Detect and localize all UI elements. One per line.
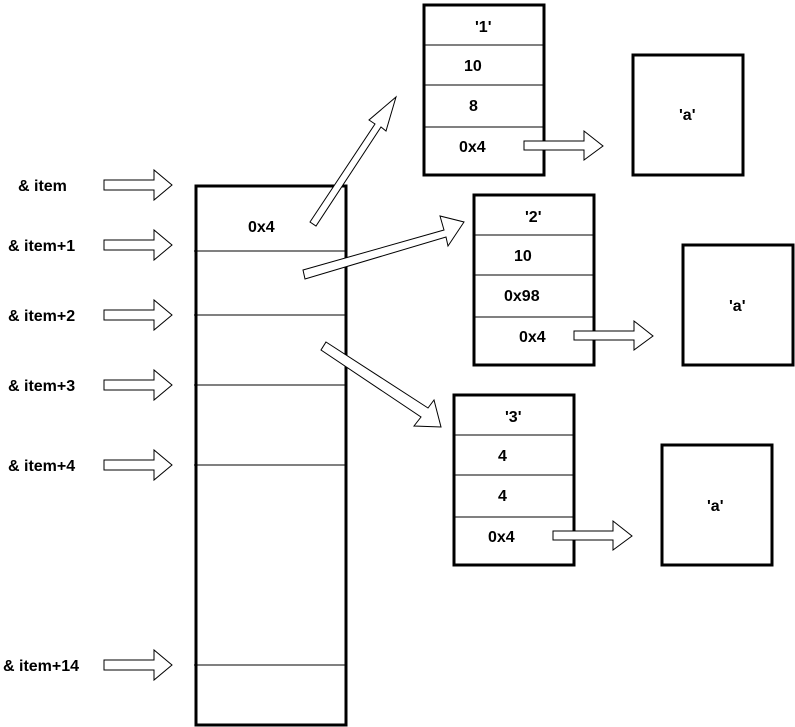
pointer-label-item-2: & item+2 (8, 308, 75, 325)
arrow-right-icon (103, 228, 173, 262)
arrow-diagonal-icon (320, 341, 442, 428)
target-value: 'a' (707, 498, 724, 515)
arrow-right-icon (103, 368, 173, 402)
arrow-right-icon (552, 519, 633, 551)
struct-field: '2' (525, 209, 542, 226)
array-cell-value: 0x4 (248, 219, 275, 236)
arrow-right-icon (103, 648, 173, 682)
pointer-arrows (103, 168, 173, 682)
arrow-right-icon (103, 448, 173, 482)
struct-field: 0x4 (488, 529, 515, 546)
struct-field: 0x98 (504, 288, 540, 305)
array-box (194, 184, 348, 727)
struct-field: 0x4 (519, 329, 546, 346)
target-box (660, 443, 774, 567)
target-value: 'a' (679, 107, 696, 124)
pointer-label-item-14: & item+14 (3, 658, 79, 675)
pointer-label-item: & item (18, 178, 67, 195)
arrow-diagonal-icon (309, 95, 397, 227)
struct-pointer-arrows (302, 95, 465, 428)
struct-field: '1' (475, 19, 492, 36)
struct-field: 4 (498, 488, 507, 505)
arrow-right-icon (523, 129, 604, 161)
target-box (681, 243, 795, 367)
struct-field: 10 (464, 58, 482, 75)
struct-field: 8 (469, 98, 478, 115)
arrow-right-icon (573, 319, 654, 351)
struct-field: 4 (498, 448, 507, 465)
arrow-right-icon (103, 168, 173, 202)
pointer-label-item-4: & item+4 (8, 458, 75, 475)
struct-field: 0x4 (459, 139, 486, 156)
target-value: 'a' (729, 298, 746, 315)
arrow-diagonal-icon (302, 215, 465, 280)
struct-2: '2' 10 0x98 0x4 'a' (472, 193, 795, 367)
pointer-array: 0x4 (194, 184, 348, 727)
arrow-right-icon (103, 298, 173, 332)
struct-field: 10 (514, 248, 532, 265)
pointer-label-item-1: & item+1 (8, 238, 75, 255)
struct-3: '3' 4 4 0x4 'a' (452, 393, 774, 567)
struct-field: '3' (505, 409, 522, 426)
target-box (631, 53, 745, 177)
struct-1: '1' 10 8 0x4 'a' (422, 3, 745, 177)
pointer-label-item-3: & item+3 (8, 378, 75, 395)
